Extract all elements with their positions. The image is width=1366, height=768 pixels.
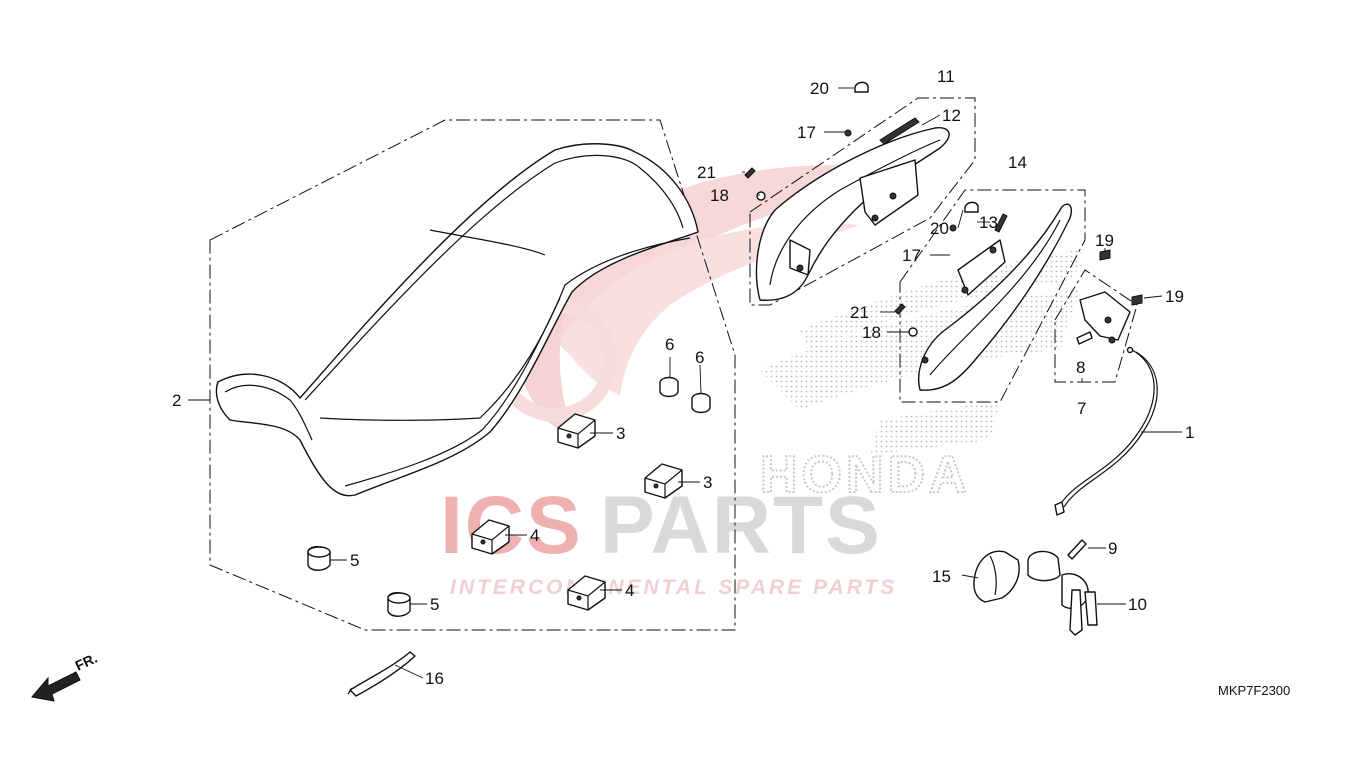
diagram-code: MKP7F2300 (1218, 683, 1290, 698)
ics-watermark: ICS (440, 480, 583, 571)
seat-rubber-5a (307, 546, 331, 571)
seat-part (215, 143, 699, 497)
callout-1: 1 (1185, 423, 1194, 442)
callout-3b: 3 (703, 473, 712, 492)
grab-rail-right-frame (899, 189, 1086, 403)
front-direction-indicator: FR. (31, 650, 100, 702)
callout-17b: 17 (902, 246, 921, 265)
rubber-6b (691, 392, 711, 414)
grab-rail-left-frame (749, 97, 976, 306)
rubber-6a (659, 376, 679, 398)
callout-19b: 19 (1165, 287, 1184, 306)
key-cover-part (973, 550, 1020, 603)
callout-7: 7 (1077, 399, 1086, 418)
callout-6b: 6 (695, 348, 704, 367)
callout-15: 15 (932, 567, 951, 586)
callout-14: 14 (1008, 153, 1027, 172)
callout-20a: 20 (810, 79, 829, 98)
fasteners (744, 81, 1143, 337)
callout-8: 8 (1076, 358, 1085, 377)
callout-20b: 20 (930, 219, 949, 238)
callout-5b: 5 (430, 595, 439, 614)
seat-cushion-3b (644, 463, 683, 499)
callout-21a: 21 (697, 163, 716, 182)
callout-18b: 18 (862, 323, 881, 342)
callout-19a: 19 (1095, 231, 1114, 250)
key-cylinder-part (1027, 550, 1098, 636)
grab-rail-right-part (918, 203, 1072, 391)
callout-18a: 18 (710, 186, 729, 205)
tagline-watermark: INTERCONTINENTAL SPARE PARTS (450, 576, 897, 599)
callout-10: 10 (1128, 595, 1147, 614)
front-arrow-icon (31, 671, 81, 702)
callout-4a: 4 (530, 526, 539, 545)
callout-16: 16 (425, 669, 444, 688)
callout-12: 12 (942, 106, 961, 125)
callout-6a: 6 (665, 335, 674, 354)
callout-3a: 3 (616, 424, 625, 443)
group-frames (209, 97, 1138, 631)
callout-17a: 17 (797, 123, 816, 142)
grab-rail-left-part (755, 127, 950, 301)
callout-5a: 5 (350, 551, 359, 570)
honda-watermark: HONDA (760, 446, 971, 504)
seat-cushion-4b (567, 575, 606, 611)
seat-rubber-5b (387, 592, 411, 617)
callout-4b: 4 (625, 581, 634, 600)
callout-9: 9 (1108, 539, 1117, 558)
seat-assembly-frame (209, 119, 736, 631)
callout-11: 11 (937, 67, 955, 86)
leader-lines (188, 87, 1182, 679)
seat-cushion-3a (557, 413, 596, 449)
pin-part (1067, 539, 1087, 560)
seat-lock-part (1076, 291, 1131, 345)
seat-strap-part (347, 651, 416, 697)
callout-2: 2 (172, 391, 181, 410)
parts-watermark: PARTS (600, 480, 882, 571)
seat-lock-frame (1054, 269, 1138, 383)
callouts: 1 2 3 3 4 4 5 5 6 6 7 8 9 10 11 12 13 14… (172, 67, 1194, 688)
seat-lock-cable-part (1054, 346, 1158, 516)
seat-cushion-4a (471, 519, 510, 555)
callout-13: 13 (979, 213, 998, 232)
front-label: FR. (73, 650, 100, 674)
callout-21b: 21 (850, 303, 869, 322)
